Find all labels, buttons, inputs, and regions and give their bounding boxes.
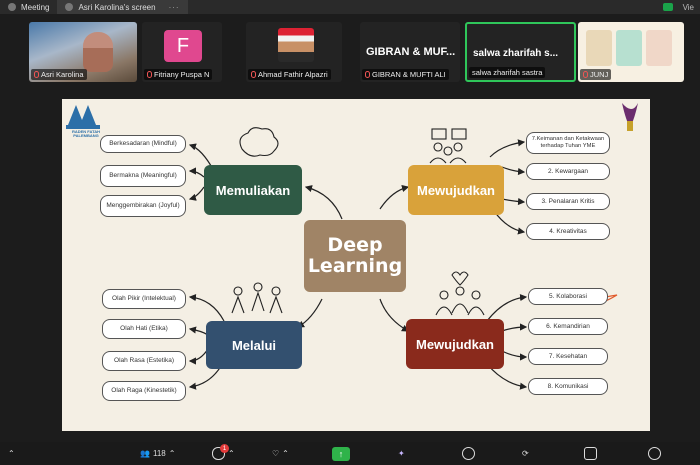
node-memuliakan: Memuliakan (204, 165, 302, 215)
participant-avatar: F (164, 30, 202, 62)
participant-name-label: GIBRAN & MUFTI ALI (362, 69, 449, 80)
participant-tile[interactable]: Asri Karolina (29, 22, 137, 82)
school-emblem-icon (622, 103, 638, 131)
chat-button[interactable]: 1 ⌃ (212, 444, 235, 461)
avatar-icon (65, 3, 74, 11)
participant-avatar (278, 28, 314, 62)
apps-icon: ⟳ (522, 449, 529, 458)
group-activity-icon (231, 282, 283, 314)
list-item: Olah Hati (Etika) (102, 319, 186, 339)
muted-mic-icon (583, 71, 588, 78)
node-mewujudkan-bottom: Mewujudkan (406, 319, 504, 369)
chat-icon (212, 447, 225, 460)
apps-button[interactable]: ⟳ (522, 446, 529, 461)
more-button[interactable] (648, 446, 661, 461)
list-item: 8. Komunikasi (528, 378, 608, 395)
ai-companion-button[interactable]: ✦ (398, 446, 405, 461)
node-mewujudkan-top: Mewujudkan (408, 165, 504, 215)
top-right-controls: Vie (662, 2, 700, 12)
meeting-icon (8, 3, 16, 11)
list-item: 4. Kreativitas (526, 223, 610, 240)
center-node-deep-learning: Deep Learning (304, 220, 406, 292)
more-icon (648, 447, 661, 460)
notes-button[interactable] (584, 446, 597, 461)
more-options-icon[interactable]: ··· (168, 2, 180, 12)
participant-video (586, 30, 612, 66)
list-item: Olah Pikir (Intelektual) (102, 289, 186, 309)
list-item: 7.Keimanan dan Ketakwaan terhadap Tuhan … (526, 132, 610, 154)
tab-shared-screen[interactable]: Asri Karolina's screen ··· (57, 0, 188, 14)
list-item: Berkesadaran (Mindful) (100, 135, 186, 153)
participant-video (616, 30, 642, 66)
list-item: Menggembirakan (Joyful) (100, 195, 186, 217)
info-icon (462, 447, 475, 460)
reactions-button[interactable]: ♡ ⌃ (272, 446, 289, 461)
list-item: Bermakna (Meaningful) (100, 165, 186, 187)
participant-name-label: JUNJ (580, 69, 612, 80)
participants-strip: Asri Karolina F Fitriany Puspa N Ahmad F… (0, 20, 700, 84)
participants-count: 118 (152, 449, 166, 458)
node-melalui: Melalui (206, 321, 302, 369)
security-shield-icon (662, 3, 673, 11)
list-item: 5. Kolaborasi (528, 288, 608, 305)
chat-unread-badge: 1 (220, 444, 229, 453)
participants-button[interactable]: 👥 118 ⌃ (140, 446, 175, 461)
chevron-up-icon: ⌃ (168, 449, 176, 458)
share-screen-button[interactable]: ↑ (332, 446, 350, 461)
list-item: 7. Kesehatan (528, 348, 608, 365)
muted-mic-icon (365, 71, 370, 78)
participant-name-label: Ahmad Fathir Alpazri (248, 69, 331, 80)
participant-tile[interactable]: JUNJ (578, 22, 684, 82)
audio-menu-chevron-icon[interactable]: ⌃ (8, 449, 15, 458)
participant-display-name: GIBRAN & MUF... (366, 46, 456, 58)
info-button[interactable] (462, 446, 475, 461)
participant-tile-active-speaker[interactable]: salwa zharifah s... salwa zharifah sastr… (465, 22, 576, 82)
participant-video (646, 30, 672, 66)
heart-icon: ♡ (272, 449, 280, 458)
sparkle-icon: ✦ (398, 449, 405, 458)
participant-display-name: salwa zharifah s... (473, 48, 559, 59)
participants-icon: 👥 (140, 449, 150, 458)
list-item: 3. Penalaran Kritis (526, 193, 610, 210)
list-item: 2. Kewargaan (526, 163, 610, 180)
participant-name-label: Fitriany Puspa N (144, 69, 213, 80)
participant-tile[interactable]: GIBRAN & MUF... GIBRAN & MUFTI ALI (360, 22, 460, 82)
list-item: Olah Rasa (Estetika) (102, 351, 186, 371)
muted-mic-icon (34, 71, 39, 78)
share-arrow-icon: ↑ (332, 446, 350, 461)
shared-screen: RADEN FATAH PALEMBANG Deep Learning Memu… (62, 99, 650, 431)
tab-bar: Meeting Asri Karolina's screen ··· Vie (0, 0, 700, 14)
muted-mic-icon (147, 71, 152, 78)
participant-name-label: Asri Karolina (31, 69, 87, 80)
chevron-up-icon: ⌃ (282, 449, 289, 458)
meeting-toolbar: ⌃ 👥 118 ⌃ 1 ⌃ ♡ ⌃ ↑ ✦ ⟳ (0, 442, 700, 465)
view-menu-label[interactable]: Vie (682, 2, 694, 12)
chevron-up-icon: ⌃ (228, 449, 235, 458)
team-icon (429, 128, 467, 164)
participant-tile[interactable]: F Fitriany Puspa N (142, 22, 222, 82)
tab-meeting-label: Meeting (21, 2, 50, 12)
list-item: 6. Kemandirian (528, 318, 608, 335)
document-icon (584, 447, 597, 460)
participant-name-label: salwa zharifah sastra (469, 67, 546, 78)
tab-shared-screen-label: Asri Karolina's screen (78, 2, 156, 12)
university-logo-icon (66, 105, 100, 129)
participant-video (83, 32, 113, 72)
mindmap-arrows (66, 103, 638, 390)
list-item: Olah Raga (Kinestetik) (102, 381, 186, 401)
participant-tile[interactable]: Ahmad Fathir Alpazri (246, 22, 342, 82)
left-logo-caption: RADEN FATAH PALEMBANG (71, 129, 101, 139)
community-icon (435, 271, 485, 316)
brain-icon (239, 127, 279, 157)
muted-mic-icon (251, 71, 256, 78)
tab-meeting[interactable]: Meeting (0, 0, 57, 14)
